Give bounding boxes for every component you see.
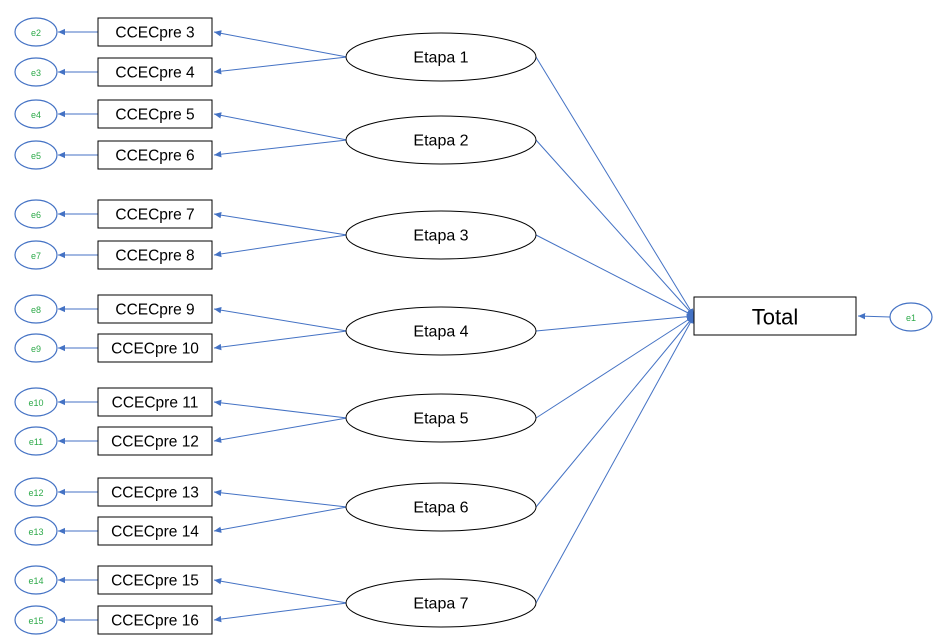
edge-etapa5-to-item [213,399,348,419]
edge-etapa7-to-item [213,578,348,604]
indicator-box [97,426,213,456]
error-ellipse [14,516,58,546]
error-label: e15 [28,616,43,626]
indicator-label: CCECpre 7 [115,207,194,224]
error-ellipse [14,426,58,456]
indicator-label: CCECpre 9 [115,302,194,319]
indicator-label: CCECpre 16 [111,613,199,630]
edge-etapa3-to-item [213,211,348,236]
etapa-label: Etapa 2 [413,133,468,150]
error-ellipse [14,477,58,507]
indicator-box [97,140,213,170]
error-ellipse [14,99,58,129]
etapa-label: Etapa 6 [413,500,468,517]
etapa-ellipse [345,578,537,628]
error-ellipse [14,140,58,170]
edges-layer [58,28,891,624]
indicator-box [97,565,213,595]
error-ellipse [14,240,58,270]
etapa-ellipse [345,210,537,260]
indicator-label: CCECpre 13 [111,485,199,502]
edge-etapa5-to-total [535,315,695,419]
error-label: e5 [31,151,41,161]
indicator-label: CCECpre 11 [112,395,199,412]
etapa-ellipse [345,32,537,82]
edge-etapa6-to-item [213,489,348,508]
error-label-total: e1 [906,313,916,323]
error-label: e4 [31,110,41,120]
edge-etapa2-to-item [213,139,348,158]
edge-etapa7-to-item [213,602,348,623]
edge-etapa3-to-total [535,234,695,317]
error-label: e7 [31,251,41,261]
error-ellipse [14,565,58,595]
error-ellipse [14,294,58,324]
edge-etapa4-to-item [213,307,348,332]
edge-etapa2-to-item [213,112,348,141]
error-ellipse [14,333,58,363]
error-ellipse [14,57,58,87]
error-label: e14 [28,576,43,586]
indicator-box [97,17,213,47]
error-ellipse-total [889,302,933,332]
indicator-label: CCECpre 15 [111,573,199,590]
edge-etapa3-to-item [213,234,348,258]
indicator-box [97,199,213,229]
edge-etapa6-to-item [213,506,348,533]
etapa-label: Etapa 4 [413,324,468,341]
indicator-label: CCECpre 6 [115,148,194,165]
error-label: e2 [31,28,41,38]
edge-etapa2-to-total [535,139,695,317]
etapa-ellipse [345,306,537,356]
error-label: e12 [28,488,43,498]
indicator-label: CCECpre 4 [115,65,195,82]
error-label: e3 [31,68,41,78]
indicator-box [97,387,213,417]
edge-etapa6-to-total [535,315,695,508]
error-label: e9 [31,344,41,354]
edge-etapa1-to-item [213,30,348,58]
error-label: e10 [28,398,43,408]
total-box [693,296,857,336]
indicator-label: CCECpre 14 [111,524,199,541]
etapa-label: Etapa 5 [413,411,468,428]
etapa-label: Etapa 1 [413,50,468,67]
error-ellipse [14,199,58,229]
error-label: e8 [31,305,41,315]
edge-etapa4-to-total [535,313,695,332]
indicator-box [97,99,213,129]
indicator-box [97,333,213,363]
etapa-ellipse [345,482,537,532]
etapa-label: Etapa 3 [413,228,468,245]
indicator-label: CCECpre 8 [115,248,194,265]
etapa-ellipse [345,115,537,165]
indicator-box [97,477,213,507]
total-label: Total [752,305,798,330]
edge-e1-to-total [857,313,891,320]
error-ellipse [14,17,58,47]
error-label: e6 [31,210,41,220]
error-label: e11 [29,437,43,447]
indicator-box [97,516,213,546]
edge-etapa1-to-total [535,56,695,317]
indicator-box [97,605,213,635]
edge-etapa4-to-item [213,330,348,351]
indicator-box [97,240,213,270]
error-ellipse [14,387,58,417]
error-label: e13 [28,527,43,537]
indicator-box [97,57,213,87]
edge-etapa1-to-item [213,56,348,75]
indicator-label: CCECpre 12 [111,434,199,451]
etapa-label: Etapa 7 [413,596,468,613]
etapa-ellipse [345,393,537,443]
edge-etapa5-to-item [213,417,348,443]
indicator-label: CCECpre 5 [115,107,194,124]
error-ellipse [14,605,58,635]
edge-etapa7-to-total [535,315,695,604]
indicator-box [97,294,213,324]
indicator-label: CCECpre 10 [111,341,199,358]
indicator-label: CCECpre 3 [115,25,194,42]
